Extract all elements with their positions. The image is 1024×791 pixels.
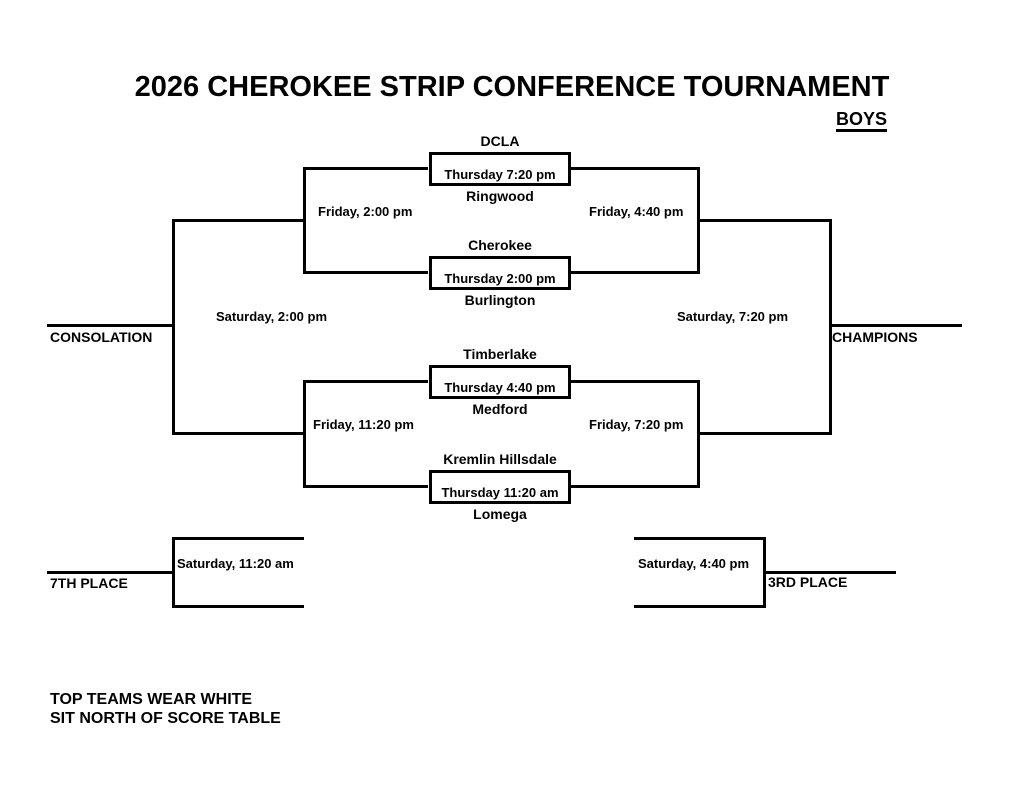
line-game1-left-arm	[303, 167, 428, 170]
game-1-time: Thursday 7:20 pm	[444, 167, 556, 182]
game-4: Kremlin Hillsdale Thursday 11:20 am Lome…	[418, 451, 582, 522]
game-2-box: Thursday 2:00 pm	[429, 256, 571, 290]
tournament-title: 2026 CHEROKEE STRIP CONFERENCE TOURNAMEN…	[134, 71, 890, 103]
game-3: Timberlake Thursday 4:40 pm Medford	[418, 346, 582, 417]
line-game4-left-arm	[303, 485, 428, 488]
line-upper-right-winner-advance	[697, 219, 832, 222]
note-line-1: TOP TEAMS WEAR WHITE	[50, 691, 253, 708]
line-game2-right-arm	[570, 271, 700, 274]
game-1-top-team: DCLA	[480, 133, 520, 149]
game-3-bottom-team: Medford	[472, 401, 528, 417]
third-place-game-time: Saturday, 4:40 pm	[638, 556, 750, 571]
line-game2-left-arm	[303, 271, 428, 274]
game-3-top-team: Timberlake	[463, 346, 537, 362]
lower-left-semifinal-time: Friday, 11:20 pm	[313, 417, 414, 432]
line-game1-right-arm	[570, 167, 700, 170]
line-championship-vertical	[829, 219, 832, 435]
line-consolation-final	[47, 324, 175, 327]
third-place-label: 3RD PLACE	[768, 574, 848, 590]
consolation-label: CONSOLATION	[50, 329, 153, 345]
champions-label: CHAMPIONS	[832, 329, 918, 345]
line-third-bottom-arm	[634, 605, 766, 608]
game-3-time: Thursday 4:40 pm	[444, 380, 556, 395]
line-champions	[829, 324, 962, 327]
line-game3-right-arm	[570, 380, 700, 383]
game-4-top-team: Kremlin Hillsdale	[443, 451, 557, 467]
line-seventh-bottom-arm	[172, 605, 304, 608]
line-third-top-arm	[634, 537, 766, 540]
line-seventh-place	[47, 571, 175, 574]
seventh-place-game-time: Saturday, 11:20 am	[177, 556, 294, 571]
seventh-place-label: 7TH PLACE	[50, 575, 128, 591]
game-4-box: Thursday 11:20 am	[429, 470, 571, 504]
upper-left-semifinal-time: Friday, 2:00 pm	[318, 204, 413, 219]
line-third-place	[763, 571, 896, 574]
line-game4-right-arm	[570, 485, 700, 488]
championship-final-time: Saturday, 7:20 pm	[677, 309, 789, 324]
line-lower-right-winner-advance	[697, 432, 832, 435]
game-2-bottom-team: Burlington	[464, 292, 536, 308]
game-3-box: Thursday 4:40 pm	[429, 365, 571, 399]
line-lower-left-loser-advance	[172, 432, 306, 435]
game-4-bottom-team: Lomega	[473, 506, 527, 522]
line-seventh-top-arm	[172, 537, 304, 540]
game-1-bottom-team: Ringwood	[466, 188, 534, 204]
line-upper-left-loser-advance	[172, 219, 306, 222]
game-2: Cherokee Thursday 2:00 pm Burlington	[418, 237, 582, 308]
footer-notes: TOP TEAMS WEAR WHITE SIT NORTH OF SCORE …	[50, 690, 281, 728]
lower-right-semifinal-time: Friday, 7:20 pm	[589, 417, 684, 432]
game-1-box: Thursday 7:20 pm	[429, 152, 571, 186]
line-consolation-vertical	[172, 219, 175, 435]
game-4-time: Thursday 11:20 am	[441, 485, 559, 500]
game-2-time: Thursday 2:00 pm	[444, 271, 556, 286]
game-1: DCLA Thursday 7:20 pm Ringwood	[418, 133, 582, 204]
consolation-final-time: Saturday, 2:00 pm	[216, 309, 328, 324]
line-game3-left-arm	[303, 380, 428, 383]
note-line-2: SIT NORTH OF SCORE TABLE	[50, 710, 281, 727]
division-label: BOYS	[836, 109, 888, 132]
upper-right-semifinal-time: Friday, 4:40 pm	[589, 204, 684, 219]
game-2-top-team: Cherokee	[468, 237, 532, 253]
